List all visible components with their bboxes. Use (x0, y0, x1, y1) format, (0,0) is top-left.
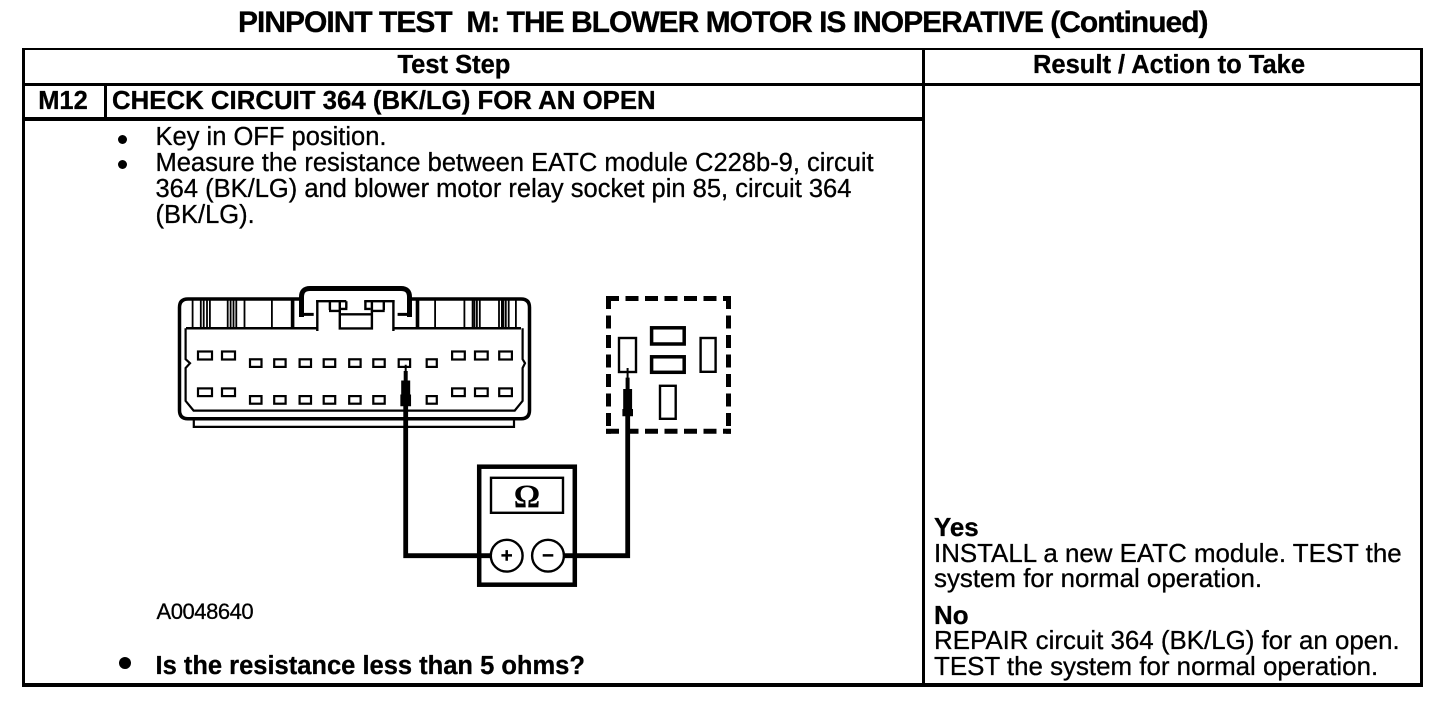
svg-text:Ω: Ω (514, 479, 540, 515)
